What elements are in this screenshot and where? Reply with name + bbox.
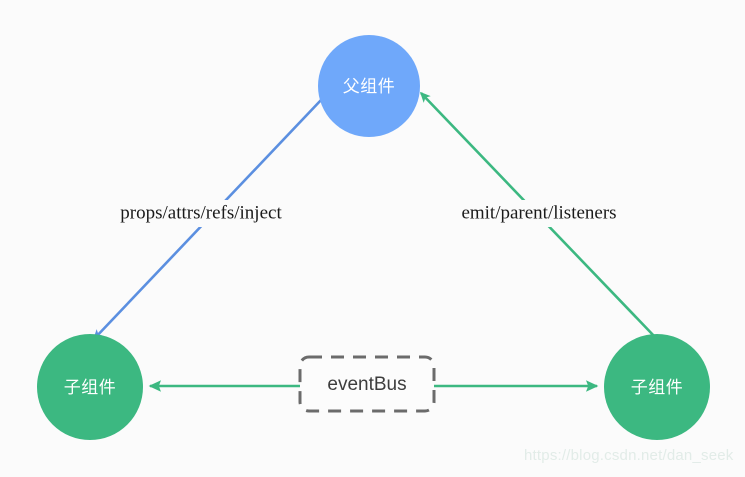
node-parent-component[interactable]: 父组件 xyxy=(318,35,420,137)
parent-node-circle xyxy=(318,35,420,137)
child-left-node-label: 子组件 xyxy=(64,378,117,398)
edge-label-emit-backplate xyxy=(440,200,638,227)
edge-label-emit-text: emit/parent/listeners xyxy=(461,202,616,223)
edge-label-props-text: props/attrs/refs/inject xyxy=(120,202,282,223)
node-child-component-left[interactable]: 子组件 xyxy=(37,334,143,440)
child-right-node-circle xyxy=(604,334,710,440)
child-right-node-label: 子组件 xyxy=(631,378,684,398)
event-bus-label: eventBus xyxy=(327,374,406,395)
watermark-text: https://blog.csdn.net/dan_seek xyxy=(524,447,734,464)
parent-node-label: 父组件 xyxy=(343,77,396,97)
edge-label-props: props/attrs/refs/inject xyxy=(96,200,306,227)
edge-label-props-backplate xyxy=(96,200,306,227)
event-bus-box xyxy=(298,355,436,413)
node-event-bus[interactable]: eventBus xyxy=(298,355,436,413)
node-child-component-right[interactable]: 子组件 xyxy=(604,334,710,440)
child-left-node-circle xyxy=(37,334,143,440)
edge-label-emit: emit/parent/listeners xyxy=(440,200,638,227)
